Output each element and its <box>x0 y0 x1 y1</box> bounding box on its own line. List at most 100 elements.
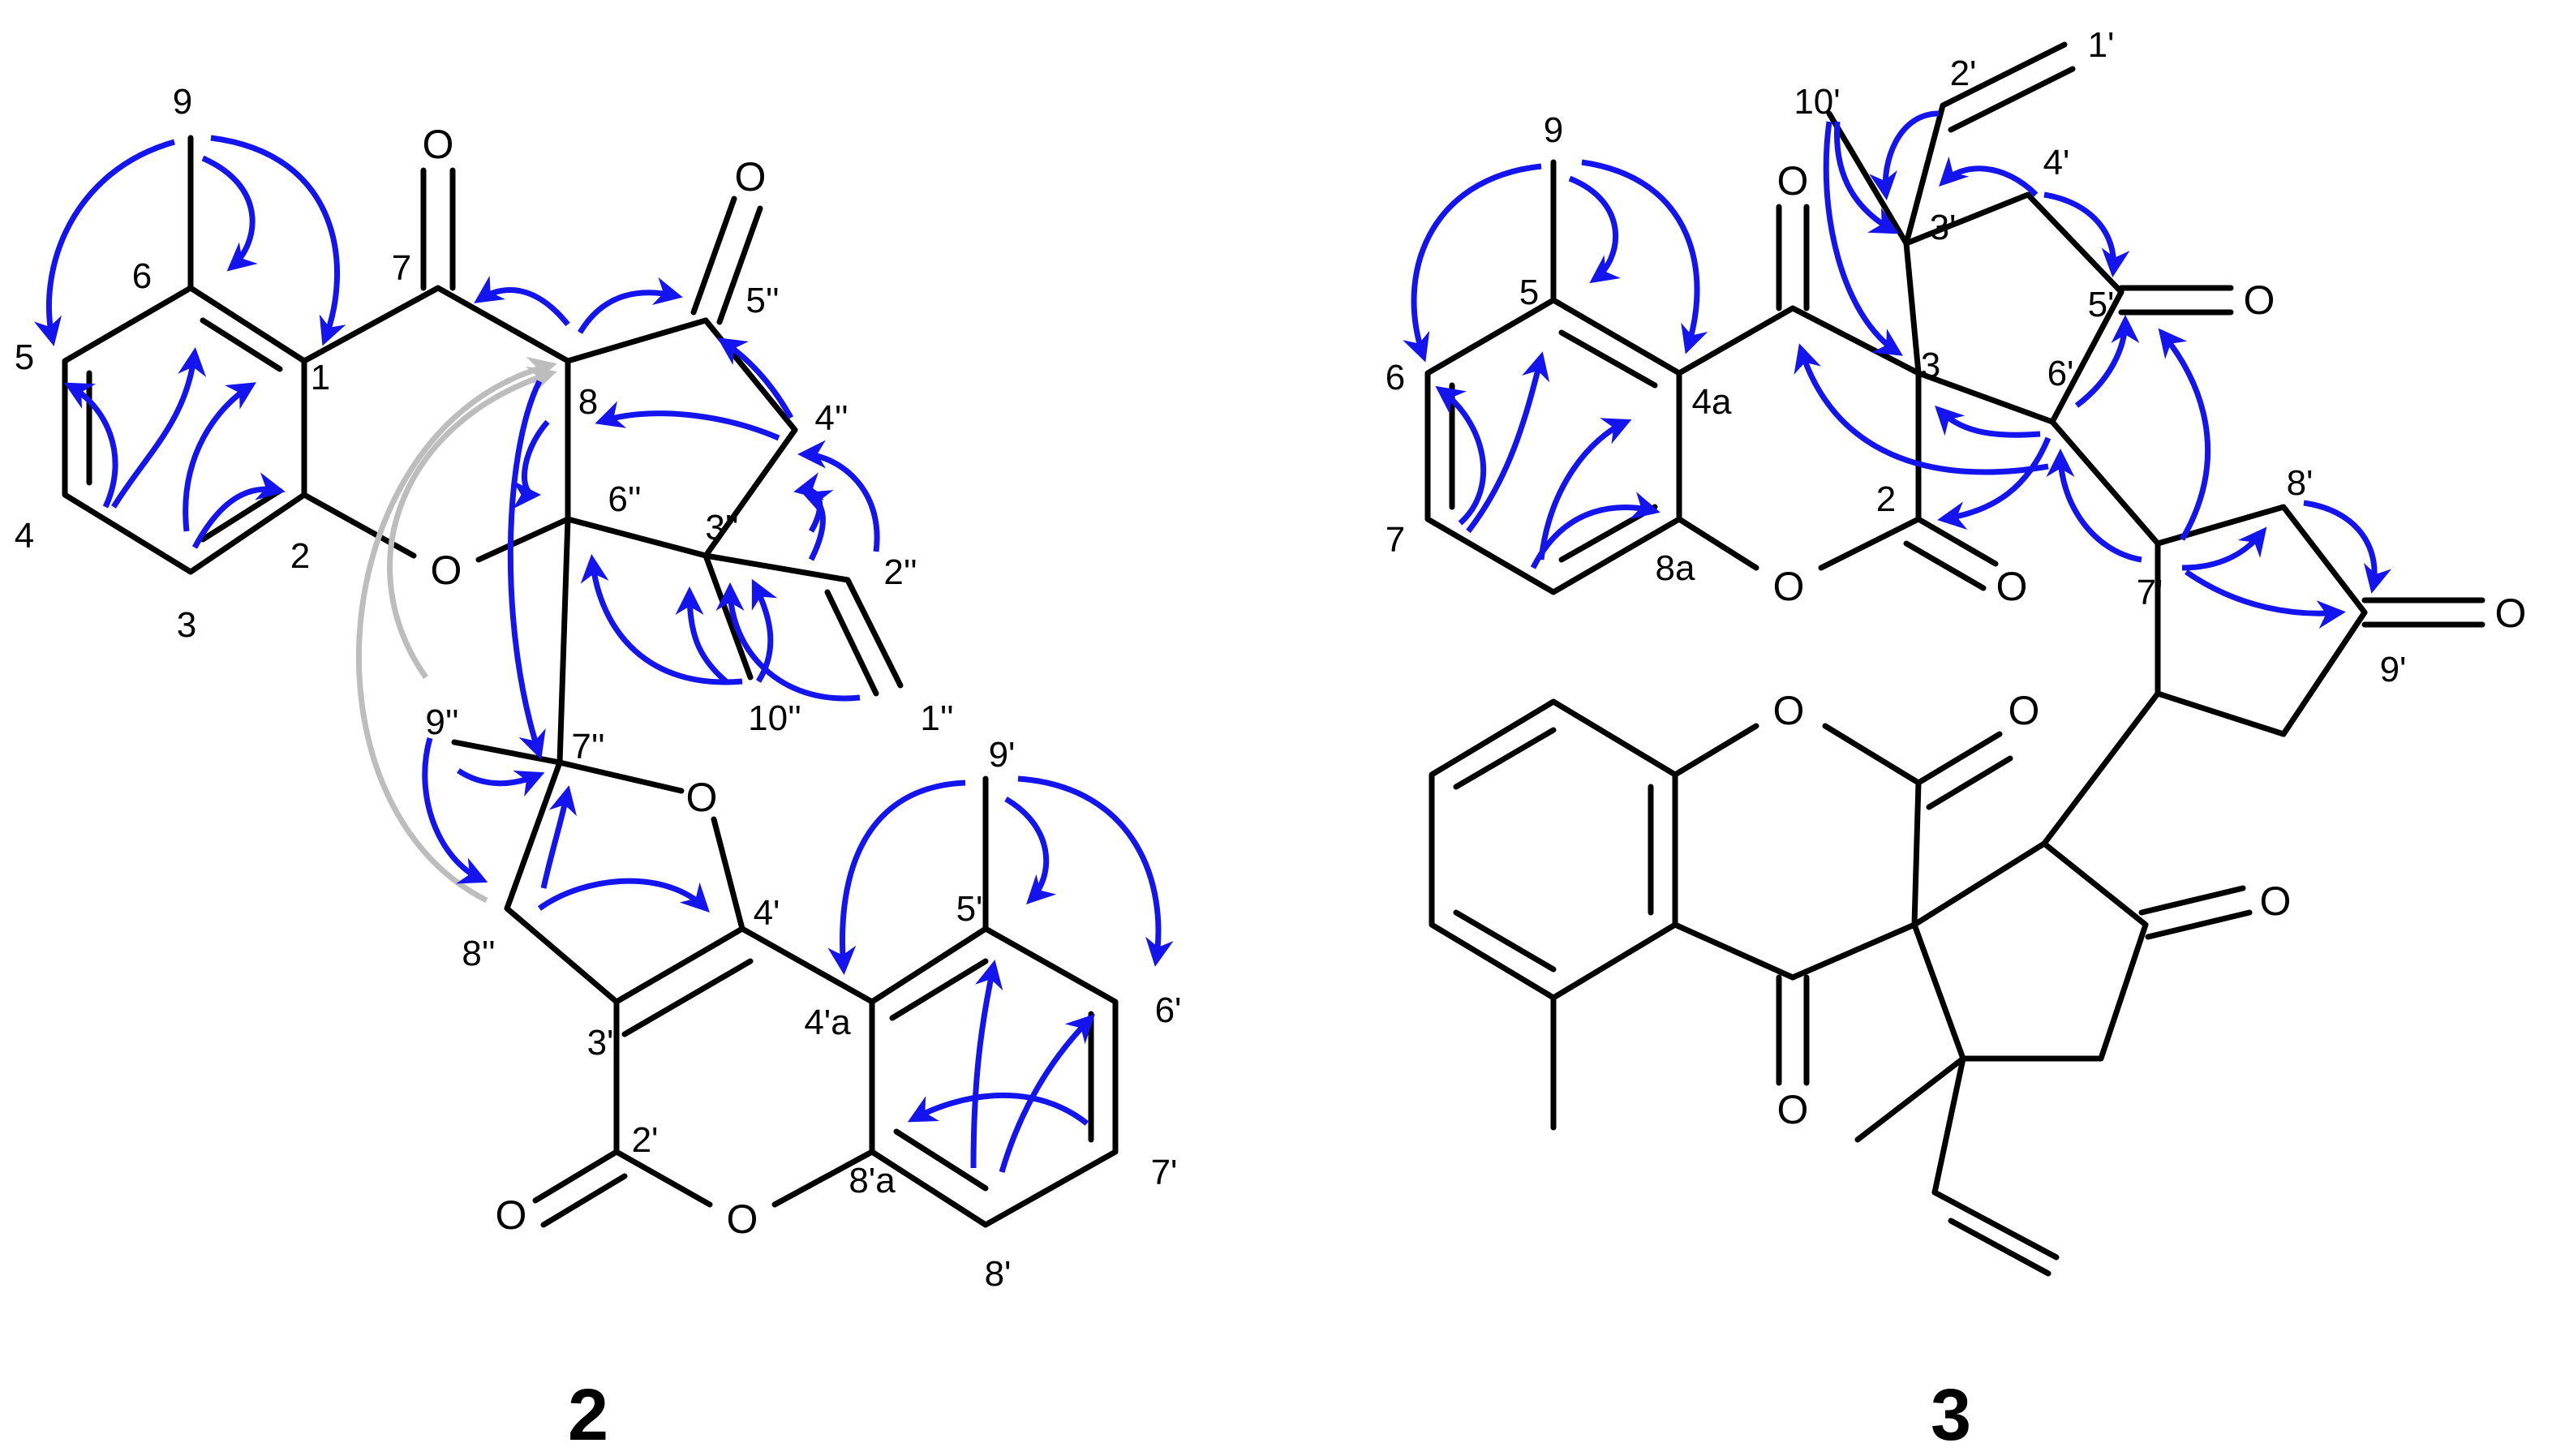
c2-num-2pp: 2'' <box>883 552 917 592</box>
c2-num-8pa: 8'a <box>849 1161 896 1200</box>
compound-3-atom-labels: O O O O O O O O O <box>1773 158 2527 1132</box>
hmbc-arrow <box>507 380 546 760</box>
c3-o-ring: O <box>1773 564 1805 609</box>
hmbc-arrow <box>1403 163 1542 363</box>
c3-o-bottom-ketone: O <box>1777 1087 1809 1132</box>
hmbc-arrow <box>540 785 578 889</box>
hmbc-arrow <box>797 440 880 552</box>
hmbc-arrow <box>2046 449 2142 563</box>
c2-num-1: 1 <box>311 358 330 397</box>
hmbc-arrow <box>1823 121 1903 356</box>
c2-num-2: 2 <box>290 536 310 576</box>
c2-num-5p: 5' <box>956 889 983 929</box>
compound-2-label: 2 <box>568 1375 608 1452</box>
c2-num-9p: 9' <box>989 735 1016 775</box>
c3-num-5p: 5' <box>2088 285 2115 324</box>
hmbc-arrow <box>191 472 286 549</box>
hmbc-arrow <box>1530 492 1661 569</box>
compound-3-position-numbers: 1' 2' 10' 9 4' 3' 5 5' 3 4a 6' 6 2 8' 7 … <box>1386 25 2407 689</box>
c3-num-4p: 4' <box>2043 143 2070 183</box>
hmbc-arrow <box>183 382 256 532</box>
c2-num-8pp: 8'' <box>462 934 495 973</box>
c2-num-9: 9 <box>173 82 192 122</box>
c2-num-6p: 6' <box>1155 990 1182 1030</box>
hmbc-arrow <box>111 347 207 509</box>
hmbc-arrow <box>999 1014 1095 1173</box>
hmbc-arrow <box>1794 343 2049 475</box>
c3-o-4: O <box>1777 158 1809 204</box>
c2-num-9pp: 9'' <box>425 702 458 742</box>
compound-3-hmbc-correlations <box>1403 110 2392 629</box>
hmbc-arrow <box>1581 159 1708 354</box>
c3-num-4a: 4a <box>1692 382 1732 422</box>
hmbc-arrow <box>33 139 175 346</box>
noe-arrow <box>387 366 557 680</box>
c3-o-2: O <box>1996 564 2028 609</box>
c3-num-2: 2 <box>1876 479 1896 519</box>
hmbc-arrow <box>457 768 545 797</box>
hmbc-arrow <box>907 1092 1089 1126</box>
hmbc-arrow <box>1568 175 1621 284</box>
c3-o-bottom-ketone-right: O <box>2260 878 2292 924</box>
hmbc-arrow <box>2043 191 2130 277</box>
hmbc-arrow <box>2185 569 2346 629</box>
c3-num-6: 6 <box>1386 358 1405 397</box>
hmbc-arrow <box>1466 351 1550 534</box>
compound-2-atom-labels: O O O O O O <box>423 122 767 1242</box>
c3-o-9p: O <box>2495 591 2527 636</box>
c3-o-bottom-lactone: O <box>1773 688 1805 733</box>
hmbc-arrow <box>537 878 710 913</box>
c2-num-3p: 3' <box>587 1023 614 1063</box>
c2-num-3pp: 3'' <box>705 508 738 548</box>
compound-2-noe-correlations <box>356 356 557 904</box>
hmbc-arrow <box>1939 156 2039 197</box>
hmbc-arrow <box>2303 500 2392 594</box>
c2-num-6: 6 <box>132 256 152 296</box>
c2-lactone-carbonyl-oxygen: O <box>735 154 767 200</box>
c2-num-4pa: 4'a <box>804 1003 851 1042</box>
c3-num-3: 3 <box>1921 346 1940 385</box>
hmbc-arrow <box>1935 406 2041 438</box>
c2-num-4pp: 4'' <box>814 398 848 438</box>
hmbc-arrow <box>675 586 728 684</box>
hmbc-arrow <box>1869 110 1940 200</box>
c3-o-5p: O <box>2244 277 2275 323</box>
hmbc-arrow <box>1937 436 2051 530</box>
hmbc-arrow <box>1004 796 1057 904</box>
c3-num-8a: 8a <box>1656 548 1695 588</box>
c3-num-7p: 7' <box>2137 573 2163 612</box>
c2-num-2p: 2' <box>632 1120 659 1160</box>
c2-num-8: 8 <box>578 382 598 422</box>
c2-num-5pp: 5'' <box>745 281 779 320</box>
c2-furan-oxygen: O <box>686 775 718 820</box>
hmbc-arrow <box>801 490 834 561</box>
hmbc-arrow <box>201 155 258 272</box>
c3-o-bottom-carbonyl: O <box>2009 688 2040 733</box>
hmbc-arrow <box>717 337 794 419</box>
c2-num-7pp: 7'' <box>571 727 604 767</box>
hmbc-arrow <box>1833 121 1900 234</box>
c2-coumarin-carbonyl-oxygen: O <box>496 1192 527 1238</box>
compound-3-bonds <box>1424 41 2485 1277</box>
hmbc-arrow <box>595 401 780 441</box>
hmbc-arrow <box>512 419 550 509</box>
c2-coumarin-ring-oxygen: O <box>727 1196 758 1242</box>
hmbc-arrow <box>970 960 1003 1169</box>
hmbc-arrow <box>2158 328 2211 541</box>
c2-ketone-oxygen: O <box>423 122 454 167</box>
c3-num-6p: 6' <box>2047 354 2074 393</box>
c2-num-3: 3 <box>177 605 196 645</box>
hmbc-arrow <box>63 382 118 509</box>
hmbc-arrow <box>1017 775 1174 967</box>
c2-pyran-oxygen: O <box>431 548 462 593</box>
c2-num-8p: 8' <box>985 1254 1012 1294</box>
c2-num-10pp: 10'' <box>748 698 801 738</box>
compound-2-hmbc-correlations <box>33 135 1174 1173</box>
c3-num-9: 9 <box>1544 110 1563 150</box>
compound-3-label: 3 <box>1931 1375 1971 1452</box>
c3-num-8p: 8' <box>2287 463 2314 503</box>
noe-arrow <box>356 356 557 904</box>
c2-num-7p: 7' <box>1151 1153 1178 1192</box>
c3-num-10p: 10' <box>1794 82 1840 122</box>
